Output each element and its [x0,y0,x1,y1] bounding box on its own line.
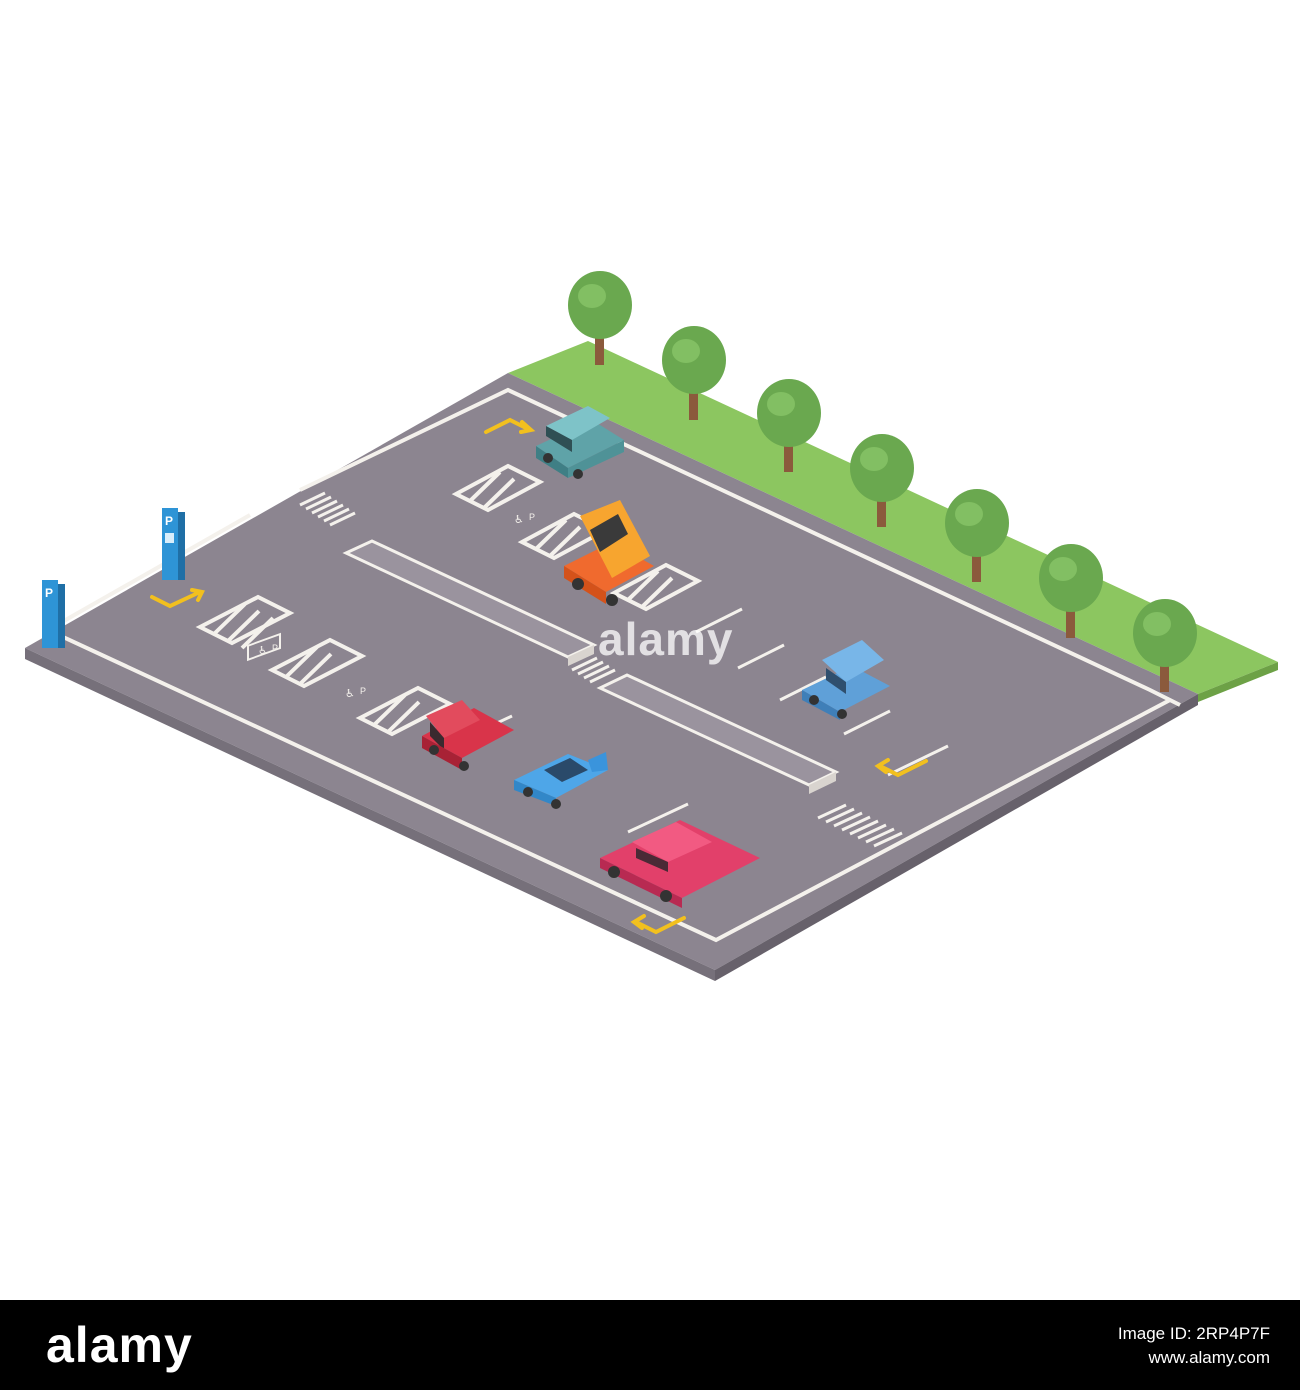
svg-text:P: P [272,643,278,653]
stock-info: Image ID: 2RP4P7F www.alamy.com [1118,1322,1270,1370]
median-curb-1 [342,539,598,666]
tree-3 [757,379,821,472]
crosswalk-middle [571,656,616,684]
car-orange-compact [564,500,654,606]
tree-7 [1133,599,1197,692]
tree-1 [568,271,632,365]
svg-text:P: P [360,686,366,696]
lot-border-lines [43,387,1181,943]
tree-row [568,271,1197,692]
stock-logo: alamy [46,1317,193,1373]
parking-meter-1: P [42,580,65,648]
watermark: alamy [598,613,734,665]
car-blue-sedan-right [802,640,890,720]
car-red-pickup [422,700,514,771]
arrow-entrance [150,588,205,609]
striped-spot-1 [195,594,295,650]
striped-spot-3 [355,685,455,737]
svg-text:♿: ♿ [345,687,355,700]
tree-6 [1039,544,1103,638]
median-curb-2 [596,673,840,794]
svg-text:P: P [45,586,53,600]
arrow-top [484,417,536,434]
car-blue-sports [514,752,608,809]
arrow-bottom [630,914,686,935]
accessible-parking-sign-3: ♿ P [514,512,535,526]
svg-text:♿: ♿ [258,644,268,657]
image-id-line: Image ID: 2RP4P7F [1117,1324,1270,1343]
tree-5 [945,489,1009,582]
striped-spot-4 [451,463,545,513]
striped-spot-6 [609,562,703,612]
stock-footer: alamy Image ID: 2RP4P7F www.alamy.com [0,1300,1300,1390]
site-line: www.alamy.com [1148,1348,1270,1367]
tree-4 [850,434,914,527]
svg-text:P: P [529,512,535,522]
accessible-parking-sign-2: ♿ P [345,686,366,700]
arrow-right [874,758,928,778]
crosswalk-top [299,491,356,527]
striped-spot-2 [267,637,367,689]
crosswalk-bottom [817,803,903,848]
parking-lot-scene: ♿ P ♿ P ♿ P P P [25,271,1278,981]
accessible-parking-sign-1: ♿ P [247,632,281,662]
svg-text:P: P [165,514,173,528]
car-pink-classic [600,820,760,908]
tree-2 [662,326,726,420]
car-teal-hatchback [536,406,624,479]
parking-meter-2: P [162,508,185,580]
svg-text:♿: ♿ [514,513,524,526]
